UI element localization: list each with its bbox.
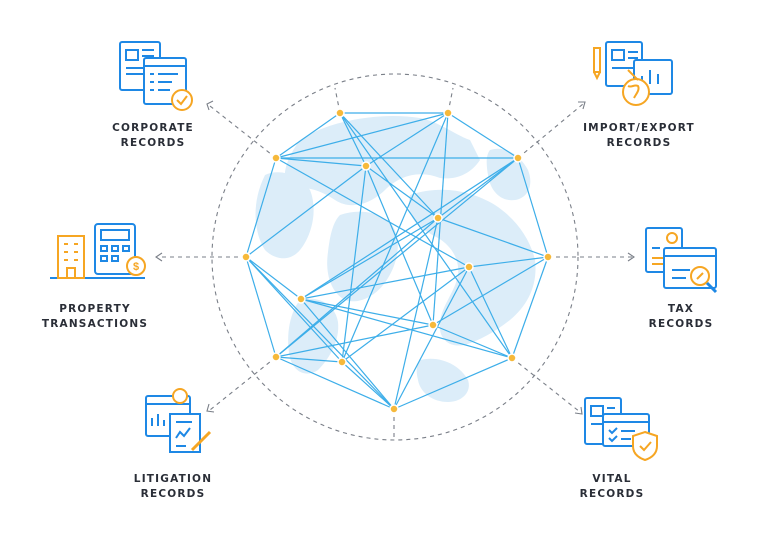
network-edge [275, 356, 343, 363]
arrowhead-import-export [578, 101, 586, 110]
label-property-transactions: PROPERTY TRANSACTIONS [15, 302, 175, 332]
network-node [335, 108, 345, 118]
network-edge [341, 361, 395, 410]
label-line: RECORDS [648, 318, 714, 330]
arrowhead-corporate [206, 100, 214, 111]
network-edge [468, 266, 513, 359]
property-transactions-icon: $ [50, 223, 146, 279]
label-vital-records: VITAL RECORDS [532, 472, 692, 502]
litigation-records-icon [145, 388, 212, 453]
network-edge [245, 256, 343, 363]
network-edge [275, 112, 341, 159]
label-import-export-records: IMPORT/EXPORT RECORDS [559, 121, 719, 151]
label-line: PROPERTY [59, 303, 131, 315]
network-edge [517, 157, 549, 258]
network-edge [245, 157, 277, 258]
label-corporate-records: CORPORATE RECORDS [73, 121, 233, 151]
label-line: RECORDS [579, 488, 645, 500]
network-edge [300, 298, 395, 410]
network-edge [511, 256, 549, 359]
network-node [337, 357, 347, 367]
arrowheads [155, 100, 635, 415]
network-edge [393, 357, 513, 410]
network-edge [339, 112, 513, 359]
vital-records-icon [584, 397, 658, 462]
connector-corporate [209, 105, 277, 159]
svg-text:$: $ [133, 261, 139, 273]
corporate-records-icon [119, 41, 193, 111]
world-map [255, 116, 536, 402]
arrowhead-property [155, 252, 163, 262]
connector-litigation [209, 356, 277, 411]
label-line: RECORDS [120, 137, 186, 149]
network-edge [245, 256, 395, 410]
network-edge [339, 112, 367, 167]
network-edge [300, 217, 439, 300]
label-litigation-records: LITIGATION RECORDS [93, 472, 253, 502]
network-edge [245, 256, 277, 358]
label-line: TAX [667, 303, 695, 315]
network-node [361, 161, 371, 171]
arrowhead-tax [627, 252, 635, 262]
network-edge [275, 112, 449, 159]
network-edge [365, 112, 449, 167]
network-edge [365, 165, 439, 219]
network-edge [339, 112, 439, 219]
network-edge [447, 112, 519, 159]
network-edge [300, 298, 513, 359]
label-line: CORPORATE [112, 122, 194, 134]
network-node [271, 352, 281, 362]
outer-dashed-circle [211, 73, 579, 441]
network-node [513, 153, 523, 163]
network-edge [275, 157, 519, 358]
network-node [296, 294, 306, 304]
network-node [543, 252, 553, 262]
label-line: LITIGATION [133, 473, 213, 485]
network-edge [468, 256, 549, 268]
network-edge [341, 266, 470, 363]
network-edge [300, 298, 434, 326]
network-edge [393, 217, 439, 410]
network-node [389, 404, 399, 414]
network-edge [393, 266, 470, 410]
network-node [464, 262, 474, 272]
label-line: VITAL [592, 473, 632, 485]
network-edge [300, 266, 470, 300]
dashed-connectors [158, 87, 632, 438]
label-line: TRANSACTIONS [41, 318, 149, 330]
network-edge [275, 356, 395, 410]
network-node [443, 108, 453, 118]
label-line: RECORDS [606, 137, 672, 149]
network-nodes [241, 108, 553, 414]
network-node [241, 252, 251, 262]
network-edge [275, 157, 367, 167]
label-line: IMPORT/EXPORT [583, 122, 695, 134]
network-edge [275, 217, 439, 358]
network-node [507, 353, 517, 363]
network-edge [245, 165, 367, 258]
network-edge [437, 217, 549, 258]
tax-records-icon [645, 227, 718, 294]
network-node [271, 153, 281, 163]
label-tax-records: TAX RECORDS [601, 302, 761, 332]
network-edge [245, 256, 302, 300]
network-node [428, 320, 438, 330]
network-edge [275, 157, 470, 268]
arrowhead-vital [574, 406, 583, 415]
label-line: RECORDS [140, 488, 206, 500]
network-edge [437, 157, 519, 219]
network-node [433, 213, 443, 223]
import-export-records-icon [593, 41, 673, 106]
network-edge [432, 324, 513, 359]
arrowhead-litigation [206, 403, 215, 413]
connector-import-export [517, 103, 584, 159]
network-edge [300, 157, 519, 300]
network-edge [275, 324, 434, 358]
network-edge [432, 256, 549, 326]
connector-vital [511, 357, 581, 413]
network-edge [365, 165, 434, 326]
